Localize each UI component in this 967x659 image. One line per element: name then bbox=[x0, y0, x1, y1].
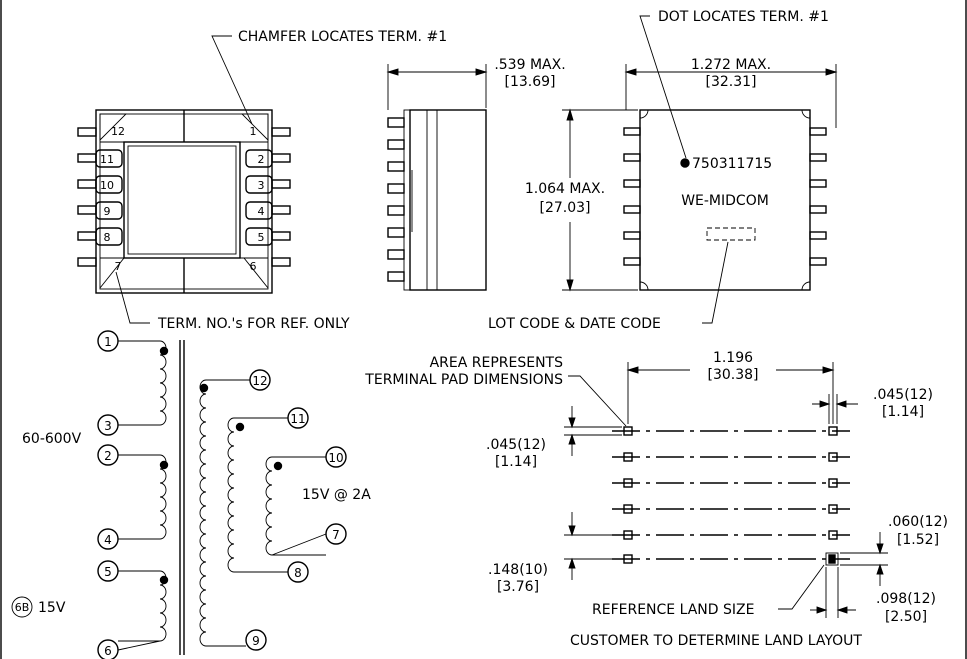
bottom-pin-11: 11 bbox=[100, 153, 114, 166]
pad-height-dim: .045(12) bbox=[486, 437, 546, 453]
width-dim: 1.272 MAX. bbox=[691, 57, 771, 73]
primary-voltage-label: 60-600V bbox=[22, 431, 82, 447]
dot-note: DOT LOCATES TERM. #1 bbox=[658, 9, 829, 25]
aux-voltage-label: 15V bbox=[38, 600, 66, 616]
pitch-dim: .148(10) bbox=[488, 562, 548, 578]
side-view: .539 MAX. [13.69] bbox=[386, 57, 566, 291]
sch-pin-5: 5 bbox=[104, 565, 112, 579]
sch-pin-11: 11 bbox=[290, 412, 305, 426]
sch-pin-2: 2 bbox=[104, 449, 112, 463]
bottom-pin-6: 6 bbox=[250, 260, 257, 273]
bottom-pin-8: 8 bbox=[104, 231, 111, 244]
land-width-dim: .060(12) bbox=[888, 514, 948, 530]
bottom-pin-4: 4 bbox=[258, 205, 265, 218]
customer-land-note: CUSTOMER TO DETERMINE LAND LAYOUT bbox=[570, 633, 862, 649]
pad-width-dim: .045(12) bbox=[873, 387, 933, 403]
term-ref-note: TERM. NO.'s FOR REF. ONLY bbox=[157, 316, 350, 332]
area-note-line2: TERMINAL PAD DIMENSIONS bbox=[364, 372, 563, 388]
depth-dim-mm: [13.69] bbox=[504, 74, 555, 90]
sch-pin-7: 7 bbox=[332, 528, 340, 542]
height-dim-mm: [27.03] bbox=[539, 200, 590, 216]
bottom-pin-3: 3 bbox=[258, 179, 265, 192]
area-note-line1: AREA REPRESENTS bbox=[430, 355, 564, 371]
bottom-pin-9: 9 bbox=[104, 205, 111, 218]
pad-height-dim-mm: [1.14] bbox=[495, 454, 537, 470]
reference-land-note: REFERENCE LAND SIZE bbox=[592, 602, 754, 618]
depth-dim: .539 MAX. bbox=[494, 57, 565, 73]
brand-mark: WE-MIDCOM bbox=[681, 193, 769, 209]
bottom-view: 12 11 10 9 8 7 1 2 3 4 5 6 CHAMFER LOCAT… bbox=[77, 29, 447, 332]
sch-pin-1: 1 bbox=[104, 335, 112, 349]
height-dim: 1.064 MAX. bbox=[525, 181, 605, 197]
bottom-pin-12: 12 bbox=[111, 125, 125, 138]
pad-span-dim: 1.196 bbox=[713, 350, 753, 366]
schematic: 1 3 2 4 5 6 12 9 11 8 10 7 60-600V 15V @… bbox=[11, 330, 371, 659]
chamfer-note: CHAMFER LOCATES TERM. #1 bbox=[238, 29, 447, 45]
land-length-dim: .098(12) bbox=[876, 591, 936, 607]
sch-pin-9: 9 bbox=[252, 634, 260, 648]
land-length-dim-mm: [2.50] bbox=[885, 609, 927, 625]
secondary-output-label: 15V @ 2A bbox=[302, 487, 371, 503]
sch-pin-12: 12 bbox=[252, 374, 267, 388]
sch-pin-6: 6 bbox=[104, 644, 112, 658]
bottom-pin-5: 5 bbox=[258, 231, 265, 244]
pad-width-dim-mm: [1.14] bbox=[882, 404, 924, 420]
sch-pin-3: 3 bbox=[104, 419, 112, 433]
aux-winding-tag: 6B bbox=[15, 601, 30, 614]
lot-code-note: LOT CODE & DATE CODE bbox=[488, 316, 661, 332]
bottom-pin-2: 2 bbox=[258, 153, 265, 166]
bottom-pin-1: 1 bbox=[250, 125, 257, 138]
width-dim-mm: [32.31] bbox=[705, 74, 756, 90]
bottom-pin-7: 7 bbox=[115, 260, 122, 273]
land-width-dim-mm: [1.52] bbox=[897, 532, 939, 548]
land-pattern: 1.196 [30.38] .045(12) [1.14] .045(12) [… bbox=[364, 350, 948, 649]
sch-pin-8: 8 bbox=[294, 566, 302, 580]
pad-span-dim-mm: [30.38] bbox=[707, 367, 758, 383]
sch-pin-10: 10 bbox=[328, 451, 343, 465]
bottom-pin-10: 10 bbox=[100, 179, 114, 192]
pitch-dim-mm: [3.76] bbox=[497, 579, 539, 595]
sch-pin-4: 4 bbox=[104, 533, 112, 547]
part-number: 750311715 bbox=[692, 156, 772, 172]
top-view: 750311715 WE-MIDCOM DOT LOCATES TERM. #1… bbox=[488, 9, 838, 332]
